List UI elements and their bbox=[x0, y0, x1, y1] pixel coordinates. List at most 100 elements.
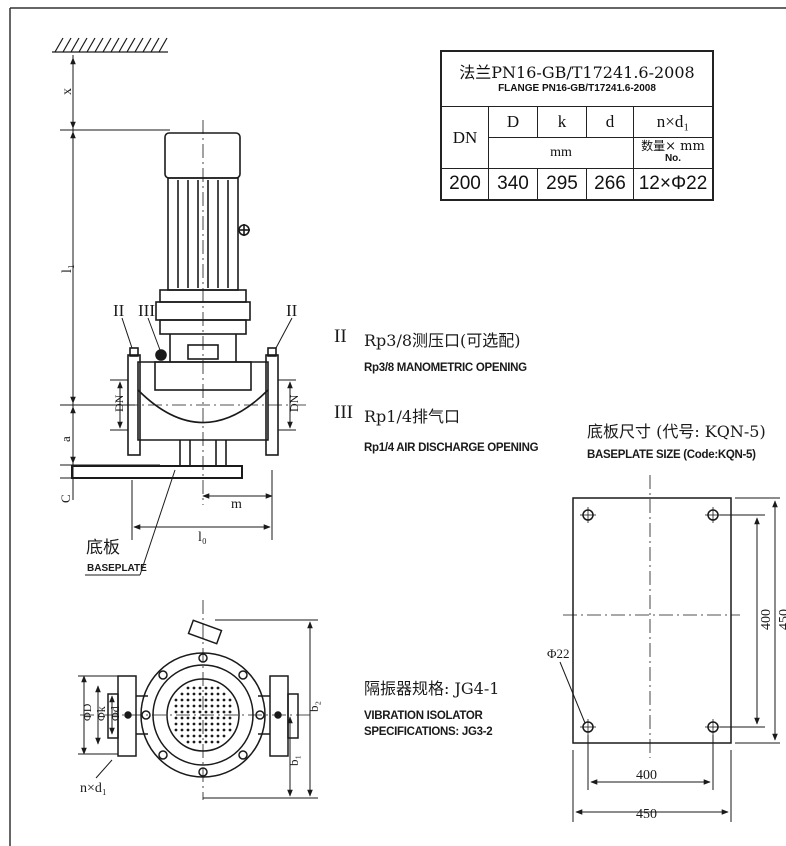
count-en: No. bbox=[664, 153, 682, 164]
grille-dot bbox=[228, 716, 232, 720]
grille-dot bbox=[216, 686, 220, 690]
baseplate-plan bbox=[563, 475, 740, 758]
col-d-header: d bbox=[586, 106, 634, 138]
col-D-header: D bbox=[488, 106, 538, 138]
dim-b1-label: b₁ bbox=[286, 755, 301, 766]
flange-title-en: FLANGE PN16-GB/T17241.6-2008 bbox=[498, 83, 656, 94]
grille-dot bbox=[216, 734, 220, 738]
grille-dot bbox=[198, 704, 202, 708]
col-k-header: k bbox=[537, 106, 587, 138]
dim-dn-right-label: DN bbox=[287, 394, 301, 412]
col-nd-header: n×d₁ bbox=[633, 106, 714, 138]
grille-dot bbox=[186, 698, 190, 702]
grille-dot bbox=[186, 704, 190, 708]
row-D: 340 bbox=[488, 168, 538, 201]
dim-a-label: a bbox=[58, 436, 73, 442]
grille-dot bbox=[198, 722, 202, 726]
grille-dot bbox=[192, 704, 196, 708]
isolator-en-2: SPECIFICATIONS: JG3-2 bbox=[364, 726, 493, 738]
grille-dot bbox=[186, 740, 190, 744]
dim-m-label: m bbox=[231, 497, 242, 512]
grille-dot bbox=[180, 692, 184, 696]
grille-dot bbox=[216, 716, 220, 720]
grille-dot bbox=[174, 698, 178, 702]
grille-dot bbox=[216, 698, 220, 702]
grille-dot bbox=[204, 734, 208, 738]
dim-phiD-label: ΦD bbox=[80, 703, 94, 721]
grille-dot bbox=[204, 686, 208, 690]
pump-side-view bbox=[60, 55, 310, 505]
baseplate-labels: Φ22 400 450 400 450 bbox=[547, 609, 786, 822]
row-dn: 200 bbox=[440, 168, 489, 201]
grille-dot bbox=[204, 722, 208, 726]
dim-450-horizontal-label: 450 bbox=[636, 807, 657, 822]
grille-dot bbox=[210, 722, 214, 726]
grille-dot bbox=[204, 716, 208, 720]
grille-dot bbox=[198, 686, 202, 690]
grille-dot bbox=[210, 728, 214, 732]
grille-dot bbox=[180, 698, 184, 702]
flange-title-cn: 法兰PN16-GB/T17241.6-2008 bbox=[459, 63, 695, 82]
grille-dot bbox=[198, 716, 202, 720]
grille-dot bbox=[228, 698, 232, 702]
pump-front-view bbox=[80, 600, 310, 800]
row-k: 295 bbox=[537, 168, 587, 201]
grille-dot bbox=[216, 710, 220, 714]
legend-ii-en: Rp3/8 MANOMETRIC OPENING bbox=[364, 362, 527, 374]
grille-dot bbox=[210, 686, 214, 690]
grille-dot bbox=[210, 692, 214, 696]
grille-dot bbox=[192, 716, 196, 720]
mark-ii-right: II bbox=[286, 301, 298, 320]
legend-iii-en: Rp1/4 AIR DISCHARGE OPENING bbox=[364, 442, 539, 454]
grille-dot bbox=[174, 710, 178, 714]
isolator-en-1: VIBRATION ISOLATOR bbox=[364, 710, 483, 722]
isolator-cn: 隔振器规格: JG4-1 bbox=[364, 679, 500, 698]
dim-400-horizontal-label: 400 bbox=[636, 768, 657, 783]
front-view-labels: ΦD Φk Φd n×d₁ b₁ b₂ bbox=[80, 701, 321, 796]
col-dn-header: DN bbox=[440, 106, 489, 169]
grille-dot bbox=[192, 698, 196, 702]
grille-dot bbox=[228, 722, 232, 726]
dim-nd-label: n×d₁ bbox=[80, 781, 107, 796]
grille-dot bbox=[204, 704, 208, 708]
grille-dot bbox=[180, 710, 184, 714]
grille-dot bbox=[216, 728, 220, 732]
row-nd: 12×Φ22 bbox=[633, 168, 714, 201]
dim-450-vertical-label: 450 bbox=[777, 609, 786, 630]
grille-dot bbox=[174, 704, 178, 708]
grille-dot bbox=[192, 734, 196, 738]
grille-dot bbox=[192, 686, 196, 690]
baseplate-en-label: BASEPLATE bbox=[87, 563, 147, 574]
grille-dot bbox=[210, 716, 214, 720]
grille-dot bbox=[204, 692, 208, 696]
grille-dot bbox=[210, 698, 214, 702]
dim-400-vertical-label: 400 bbox=[759, 609, 774, 630]
grille-dot bbox=[216, 692, 220, 696]
grille-dot bbox=[210, 704, 214, 708]
legend-iii-mark: III bbox=[334, 402, 353, 423]
hole-dia-label: Φ22 bbox=[547, 646, 570, 661]
grille-dot bbox=[186, 710, 190, 714]
dim-l1-label: l₁ bbox=[60, 264, 75, 273]
grille-dot bbox=[174, 728, 178, 732]
grille-dot bbox=[210, 734, 214, 738]
grille-dot bbox=[198, 710, 202, 714]
grille-dot bbox=[222, 716, 226, 720]
grille-dot bbox=[210, 710, 214, 714]
grille-dot bbox=[192, 692, 196, 696]
legend-ii-mark: II bbox=[334, 326, 347, 347]
grille-dot bbox=[222, 692, 226, 696]
grille-dot bbox=[186, 722, 190, 726]
grille-dot bbox=[180, 734, 184, 738]
grille-dot bbox=[180, 722, 184, 726]
grille-dot bbox=[192, 710, 196, 714]
count-header-cell: 数量× mm No. bbox=[633, 137, 714, 169]
grille-dot bbox=[204, 710, 208, 714]
baseplate-size-title-en: BASEPLATE SIZE (Code:KQN-5) bbox=[587, 449, 756, 461]
grille-dot bbox=[228, 710, 232, 714]
dim-c-label: C bbox=[58, 494, 73, 503]
grille-dot bbox=[192, 740, 196, 744]
grille-dot bbox=[210, 740, 214, 744]
grille-dot bbox=[198, 698, 202, 702]
